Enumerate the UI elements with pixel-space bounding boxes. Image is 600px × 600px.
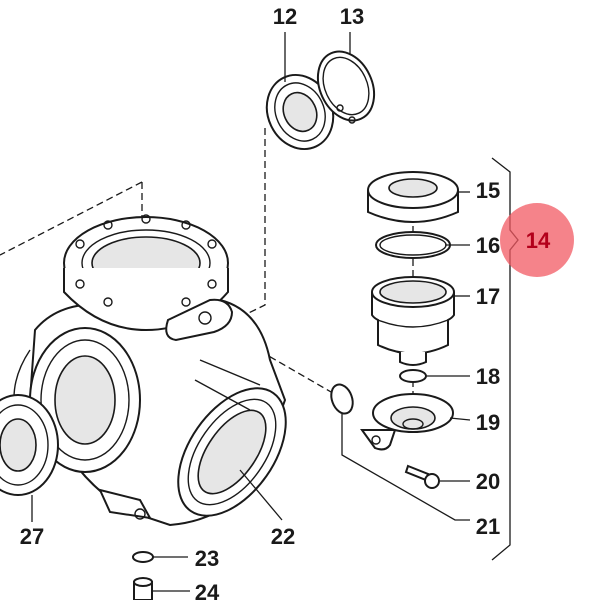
screw-part-20 bbox=[404, 464, 440, 489]
cartridge-part-17 bbox=[371, 276, 455, 366]
o-ring-part-16 bbox=[375, 231, 451, 259]
snap-ring-part-13 bbox=[316, 50, 376, 124]
o-ring-part-21 bbox=[330, 383, 354, 415]
label-18: 18 bbox=[476, 364, 500, 389]
label-13: 13 bbox=[340, 4, 364, 29]
washer-part-23 bbox=[132, 551, 154, 563]
label-19: 19 bbox=[476, 410, 500, 435]
label-14[interactable]: 14 bbox=[526, 228, 551, 253]
label-20: 20 bbox=[476, 469, 500, 494]
label-23: 23 bbox=[195, 546, 219, 571]
label-16: 16 bbox=[476, 233, 500, 258]
plug-part-24 bbox=[133, 577, 153, 600]
leader-lines bbox=[31, 32, 471, 592]
cap-part-15 bbox=[367, 171, 459, 223]
label-27: 27 bbox=[20, 524, 44, 549]
pump-housing bbox=[13, 214, 287, 527]
label-22: 22 bbox=[271, 524, 295, 549]
label-12: 12 bbox=[273, 4, 297, 29]
label-15: 15 bbox=[476, 178, 500, 203]
hotspot-circle-14[interactable] bbox=[500, 203, 574, 277]
label-17: 17 bbox=[476, 284, 500, 309]
label-24: 24 bbox=[195, 580, 220, 600]
valve-seat-part-19 bbox=[360, 393, 454, 451]
o-ring-part-18 bbox=[399, 369, 427, 383]
bearing-part-27 bbox=[0, 394, 59, 496]
seal-part-12 bbox=[265, 74, 335, 150]
label-21: 21 bbox=[476, 514, 500, 539]
